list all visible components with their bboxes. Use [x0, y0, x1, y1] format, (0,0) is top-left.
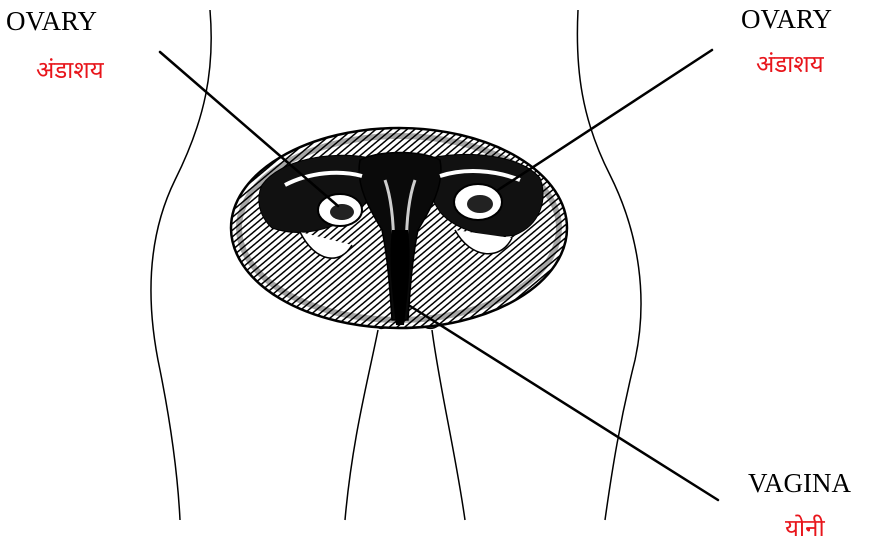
- right-hip-contour: [577, 10, 641, 520]
- leader-line-right-ovary: [498, 50, 712, 190]
- left-inner-thigh: [345, 330, 378, 520]
- left-ovary-core: [330, 204, 354, 220]
- ovary-left-label-hindi: अंडाशय: [36, 58, 104, 82]
- vagina-label-hindi: योनी: [785, 516, 825, 540]
- leader-line-vagina: [410, 306, 718, 500]
- right-inner-thigh: [432, 330, 465, 520]
- right-ovary-core: [467, 195, 493, 213]
- ovary-right-label-hindi: अंडाशय: [756, 52, 824, 76]
- ovary-left-label-english: OVARY: [6, 8, 97, 35]
- left-hip-contour: [151, 10, 211, 520]
- vagina-label-english: VAGINA: [748, 470, 851, 497]
- ovary-right-label-english: OVARY: [741, 6, 832, 33]
